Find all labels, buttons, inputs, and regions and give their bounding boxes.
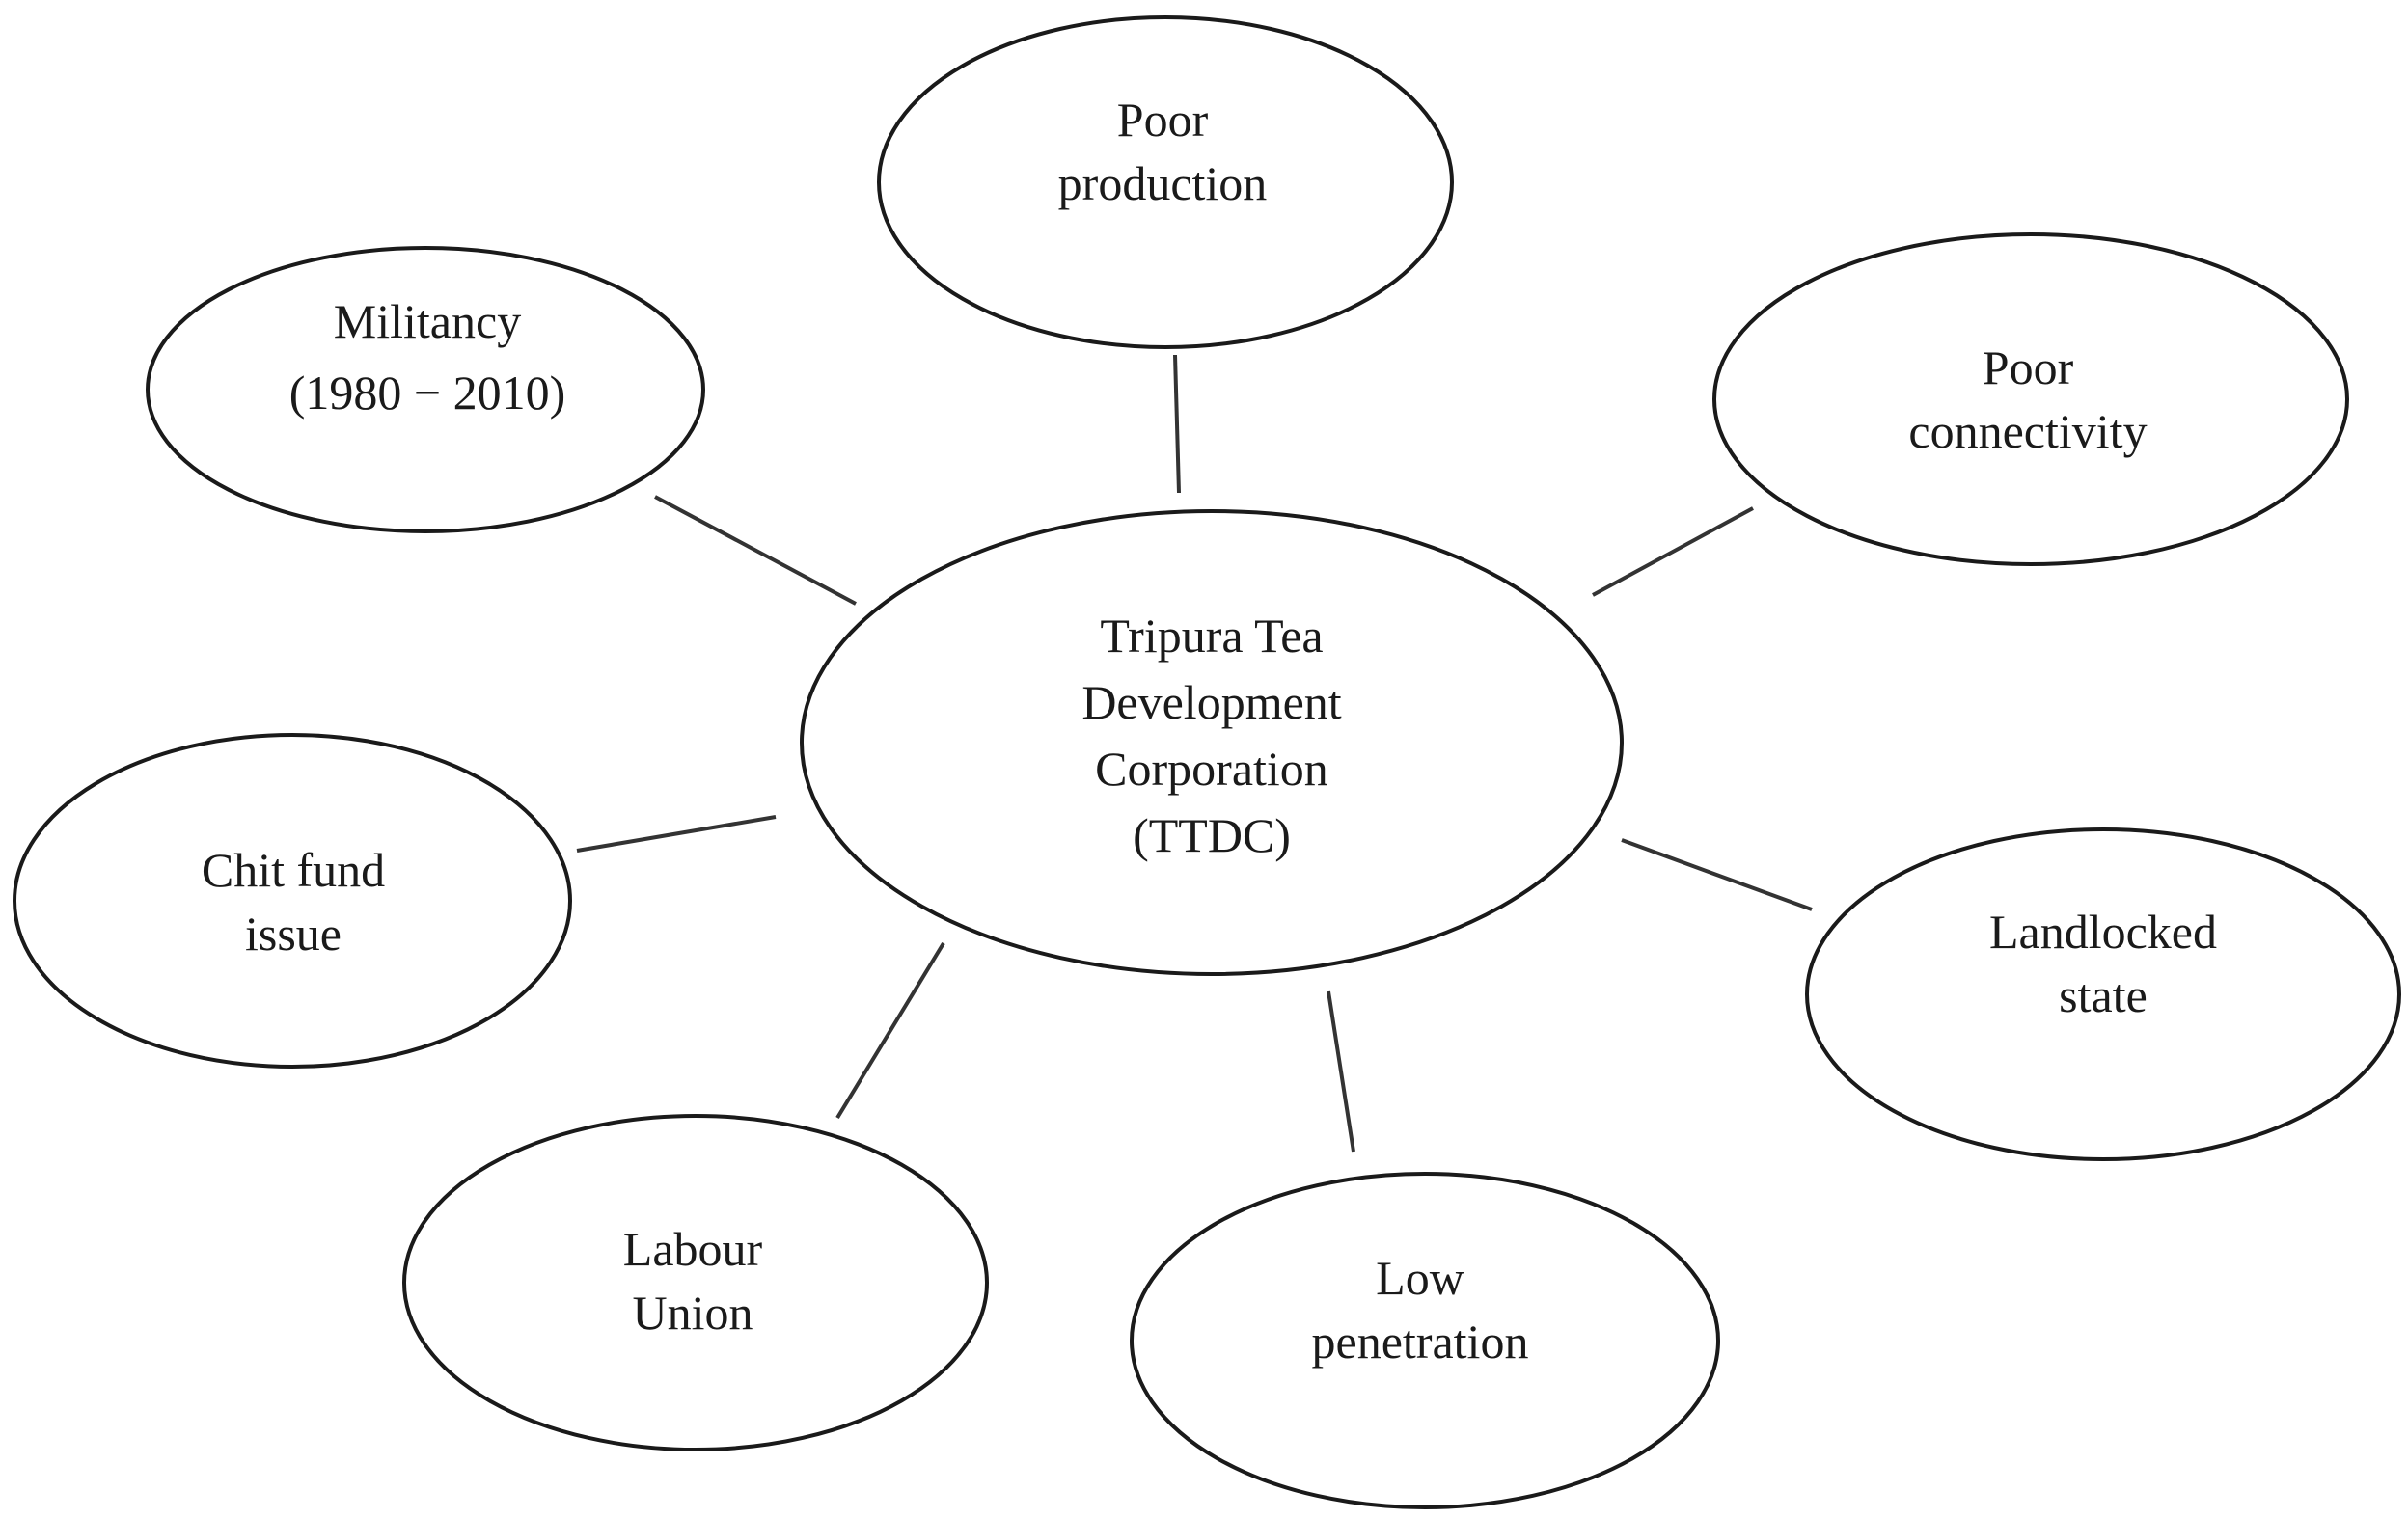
center-label-line-1: Tripura Tea	[1100, 609, 1323, 663]
node-label-line-1: Low	[1376, 1251, 1464, 1305]
node-label-line-2: state	[2059, 968, 2148, 1022]
node-label-line-2: connectivity	[1908, 404, 2147, 458]
node-label-line-1: Chit fund	[202, 843, 385, 897]
node-label-line-1: Poor	[1117, 93, 1209, 147]
node-label-line-2: issue	[245, 907, 342, 961]
node-label-line-2: production	[1058, 156, 1268, 210]
connector-labour-union	[835, 941, 945, 1120]
center-label-line-3: Corporation	[1095, 742, 1328, 796]
node-label-line-1: Poor	[1983, 340, 2074, 394]
node-low-penetration: Low penetration	[1130, 1172, 1720, 1509]
connector-poor-production	[1173, 354, 1181, 494]
connector-landlocked	[1621, 838, 1813, 911]
node-label-line-2: Union	[633, 1286, 753, 1340]
node-chit-fund-issue: Chit fund issue	[13, 733, 572, 1069]
node-poor-production: Poor production	[877, 15, 1454, 349]
node-landlocked-state: Landlocked state	[1805, 827, 2401, 1161]
connector-poor-connectivity	[1592, 506, 1754, 597]
node-label-line-2: (1980 − 2010)	[289, 366, 566, 420]
connector-low-penetration	[1327, 990, 1355, 1153]
node-label-line-1: Landlocked	[1989, 905, 2217, 959]
node-labour-union: Labour Union	[402, 1114, 989, 1451]
center-node-ttdc: Tripura Tea Development Corporation (TTD…	[800, 509, 1624, 976]
node-label-line-2: penetration	[1312, 1315, 1529, 1369]
node-militancy: Militancy (1980 − 2010)	[146, 246, 705, 533]
center-label-line-2: Development	[1081, 675, 1341, 729]
connector-militancy	[654, 495, 857, 606]
node-label-line-1: Militancy	[334, 294, 521, 348]
center-label-line-4: (TTDC)	[1133, 808, 1291, 862]
connector-chit-fund	[576, 815, 777, 853]
node-label-line-1: Labour	[623, 1222, 763, 1276]
node-poor-connectivity: Poor connectivity	[1712, 232, 2349, 566]
